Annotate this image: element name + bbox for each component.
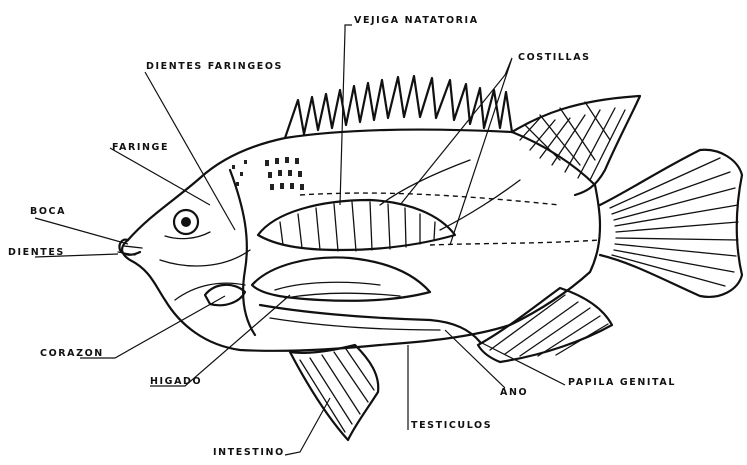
label-corazon: CORAZON — [40, 348, 104, 359]
label-costillas: COSTILLAS — [518, 52, 591, 63]
label-testiculos: TESTICULOS — [411, 420, 492, 431]
leader-lines — [35, 25, 565, 455]
labels: VEJIGA NATATORIA COSTILLAS DIENTES FARIN… — [8, 15, 676, 458]
label-faringe: FARINGE — [112, 142, 169, 153]
caudal-fin — [600, 150, 742, 297]
label-papila-genital: PAPILA GENITAL — [568, 377, 676, 388]
label-ano: ANO — [500, 387, 528, 398]
label-dientes-faringeos: DIENTES FARINGEOS — [146, 61, 283, 72]
eye — [174, 210, 198, 234]
label-dientes: DIENTES — [8, 247, 65, 258]
label-boca: BOCA — [30, 206, 66, 217]
label-vejiga-natatoria: VEJIGA NATATORIA — [354, 15, 479, 26]
label-intestino: INTESTINO — [213, 447, 285, 458]
viscera — [252, 257, 480, 342]
label-higado: HIGADO — [150, 376, 202, 387]
scales — [232, 157, 304, 190]
heart — [205, 285, 245, 305]
pelvic-fin — [290, 345, 378, 440]
swim-bladder — [258, 200, 455, 251]
